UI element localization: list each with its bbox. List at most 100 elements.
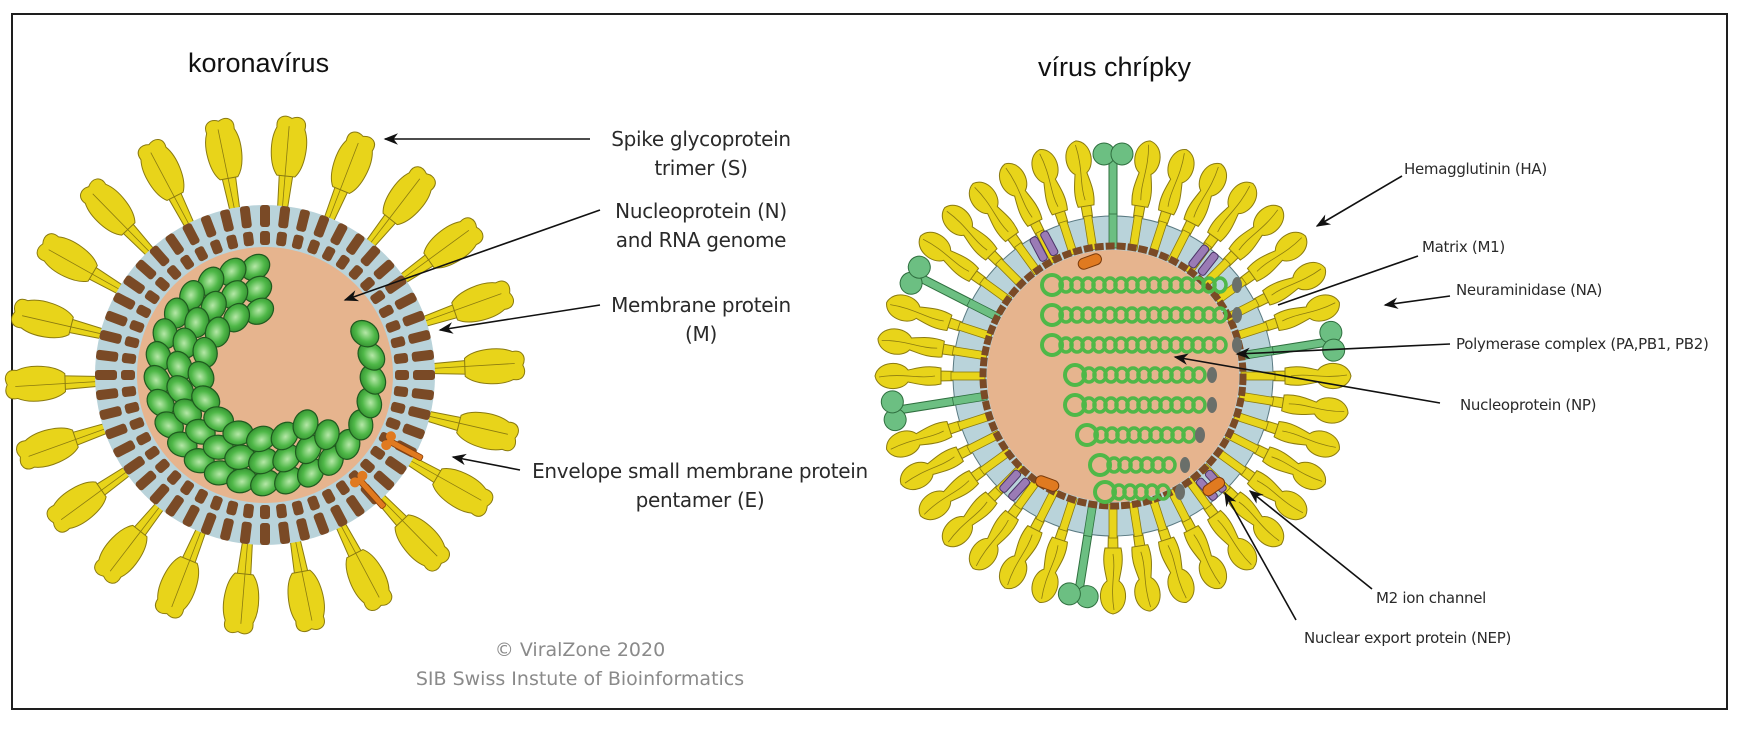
m-protein-inner — [360, 458, 375, 473]
membrane-protein-m — [99, 330, 140, 349]
influenza-particle — [874, 140, 1352, 615]
m-protein-inner — [124, 336, 140, 349]
m-protein-outer — [346, 233, 365, 255]
membrane-protein-m — [113, 292, 152, 318]
m-protein-inner — [121, 386, 137, 397]
spike-head — [205, 117, 243, 181]
membrane-protein-m — [200, 495, 223, 535]
spike-line — [416, 293, 502, 325]
m-protein-outer — [360, 245, 381, 267]
m-protein-inner — [385, 417, 401, 430]
rnp-segment — [1063, 363, 1217, 387]
leader-m2 — [1248, 490, 1373, 590]
m-protein-inner — [291, 500, 304, 516]
label-line: Membrane protein — [611, 293, 791, 317]
m-protein-outer — [278, 205, 291, 229]
spike-line — [402, 455, 482, 501]
membrane-protein-m — [182, 223, 208, 262]
m-protein-outer — [402, 310, 425, 327]
ha-line — [1140, 144, 1150, 201]
ha-line — [1271, 268, 1322, 296]
spike-line — [325, 142, 359, 228]
label-line: pentamer (E) — [635, 488, 765, 512]
rnp-segment — [1093, 480, 1185, 504]
membrane-protein-m — [149, 245, 182, 280]
m-protein-outer — [99, 406, 122, 420]
leader-nep — [1224, 491, 1297, 621]
rnp-loop — [1075, 423, 1099, 447]
spike-line — [420, 413, 508, 435]
m-protein-inner — [307, 495, 320, 511]
membrane-protein-m — [395, 370, 435, 380]
polymerase-complex — [1232, 307, 1242, 323]
m-protein-outer — [105, 423, 128, 440]
membrane-protein-m — [385, 417, 425, 440]
m-protein-outer — [149, 245, 170, 267]
membrane-protein-m — [165, 233, 195, 270]
ha-head — [886, 294, 953, 331]
m-protein-inner — [144, 445, 160, 460]
membrane-protein-m — [322, 488, 348, 527]
label-membrane-protein: Membrane protein (M) — [596, 291, 806, 349]
ha-line — [1193, 534, 1221, 585]
membrane-protein-m — [123, 275, 160, 305]
spike-line — [48, 249, 128, 295]
m-protein-inner — [390, 401, 406, 414]
label-line: trimer (S) — [654, 156, 748, 180]
spike-line — [92, 193, 156, 259]
m-protein-inner — [129, 320, 145, 333]
polymerase-complex — [1207, 367, 1217, 383]
nep-protein — [1077, 253, 1102, 270]
membrane-protein-m — [123, 445, 160, 475]
m-protein-outer — [182, 223, 200, 246]
ha-line — [890, 430, 944, 450]
m-protein-outer — [165, 233, 184, 255]
m-protein-inner — [276, 231, 287, 247]
spike-head — [345, 549, 393, 611]
m-protein-outer — [182, 504, 200, 527]
label-nucleoprotein-np: Nucleoprotein (NP) — [1460, 396, 1597, 414]
membrane-protein-m — [307, 495, 330, 535]
ha-line — [1075, 144, 1086, 201]
spike-line — [374, 491, 438, 557]
m-protein-inner — [276, 503, 287, 519]
stalk — [957, 321, 994, 341]
m2-subunit — [1008, 477, 1031, 501]
leader-membrane — [438, 304, 601, 334]
membrane-protein-m — [220, 500, 239, 541]
membrane-protein-m — [149, 470, 182, 505]
ha-line — [1271, 456, 1323, 482]
m-protein-outer — [113, 292, 136, 310]
m-protein-outer — [220, 209, 234, 232]
m-protein-inner — [390, 336, 406, 349]
label-line: (M) — [685, 322, 717, 346]
m-protein-inner — [226, 500, 239, 516]
ha-line — [904, 456, 955, 484]
spike-head — [451, 280, 514, 323]
polymerase-complex — [1195, 427, 1205, 443]
e-head — [349, 477, 360, 488]
stalk — [951, 346, 988, 361]
spike-line — [60, 466, 135, 521]
spike-line — [171, 522, 205, 608]
leader-matrix — [1277, 255, 1419, 306]
rnp-segment — [1075, 423, 1205, 447]
nep-proteins — [1035, 253, 1226, 497]
envelope-protein-e — [381, 431, 424, 461]
ha-head — [1281, 394, 1349, 424]
spike-line — [293, 532, 313, 621]
m-protein-outer — [313, 215, 330, 238]
m-protein-outer — [200, 215, 217, 238]
m-protein-inner — [395, 370, 409, 380]
m-protein-outer — [413, 370, 435, 380]
m-protein-outer — [200, 512, 217, 535]
rnp-segment — [1063, 393, 1217, 417]
ha-line — [1167, 153, 1185, 207]
m-protein-outer — [260, 205, 270, 227]
membrane-protein-m — [105, 417, 145, 440]
ha-line — [1256, 480, 1304, 514]
ha-line — [1140, 551, 1151, 608]
m-protein-outer — [411, 349, 435, 362]
rnp-segment — [1040, 333, 1242, 357]
m-protein-outer — [149, 483, 170, 505]
